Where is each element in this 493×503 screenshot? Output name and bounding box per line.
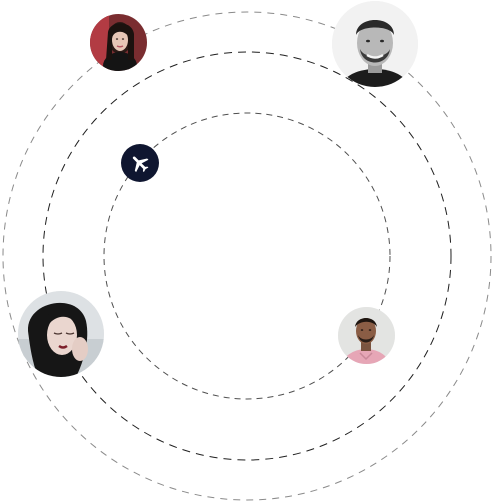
outer-orbit xyxy=(2,11,492,501)
avatar-man-top-right xyxy=(332,1,418,87)
airplane-icon xyxy=(132,156,149,173)
avatar-man-right xyxy=(338,307,395,364)
airplane-badge xyxy=(121,144,159,182)
middle-orbit xyxy=(42,51,452,461)
inner-orbit xyxy=(103,112,391,400)
avatar-woman-top xyxy=(90,14,147,71)
avatar-woman-left xyxy=(18,291,104,377)
